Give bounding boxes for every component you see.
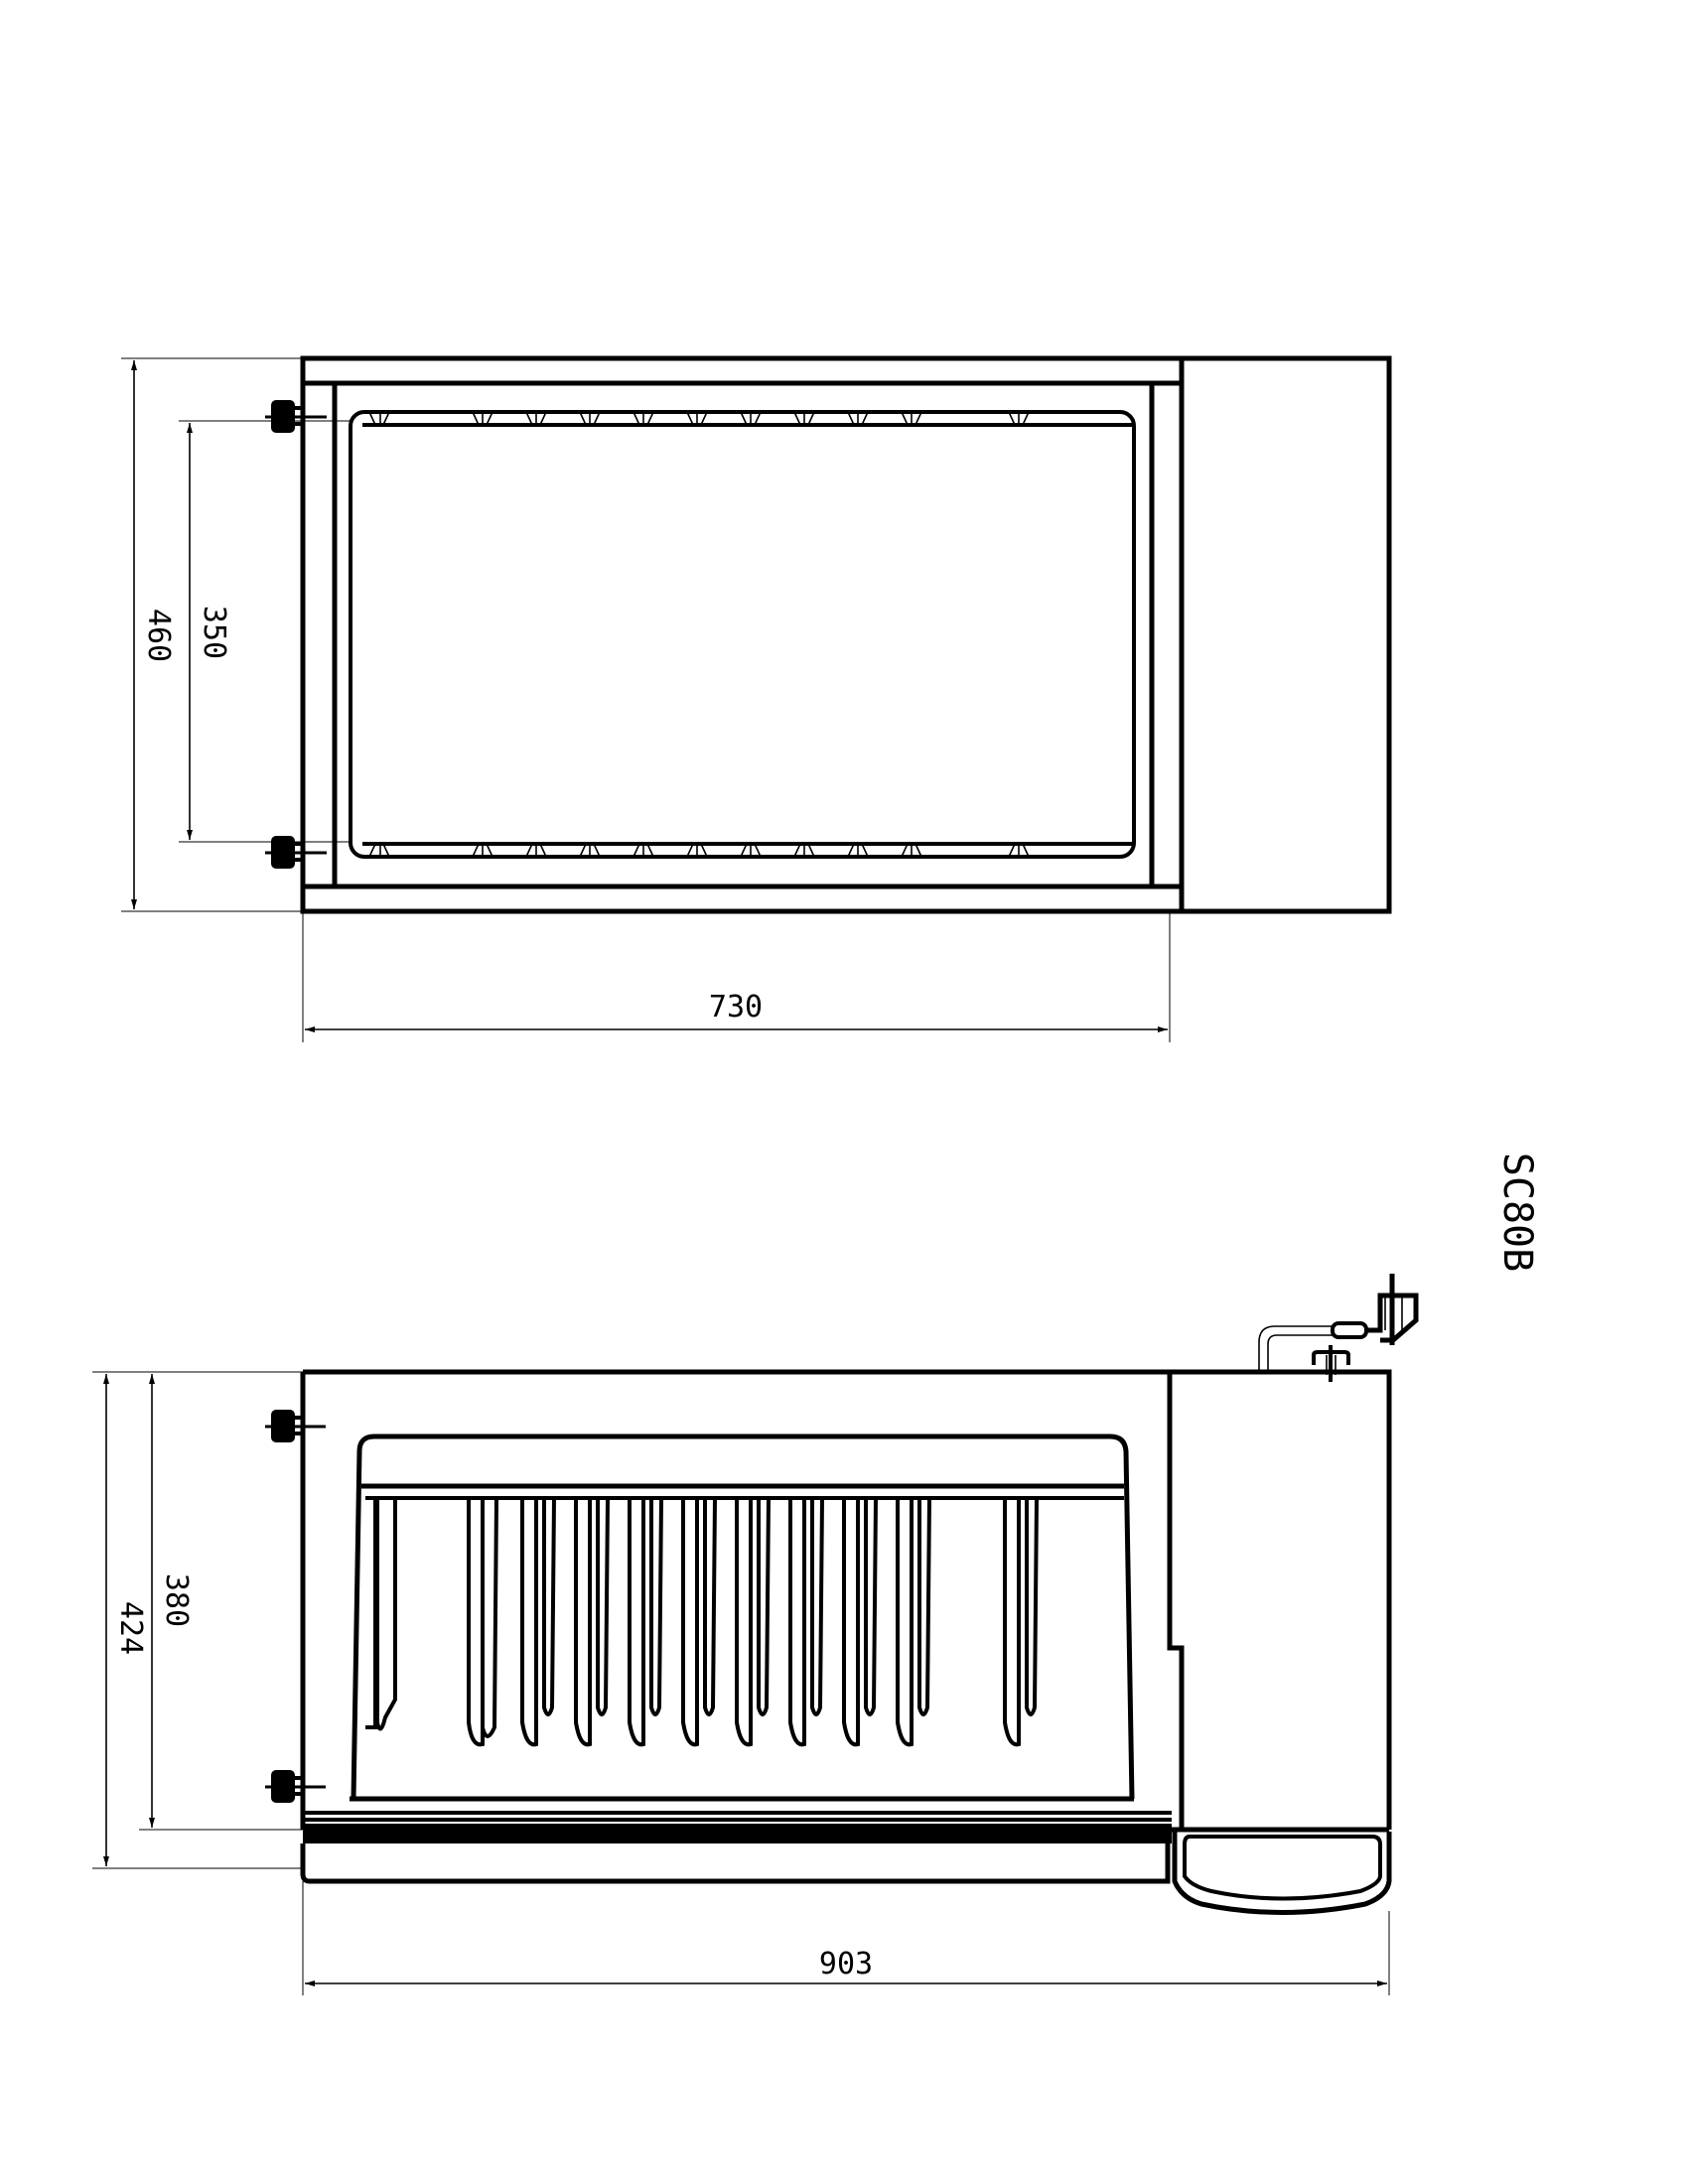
dimension-730: 730: [302, 911, 1171, 1042]
side-view-knob-upper: [265, 1410, 326, 1442]
dimension-label-overall-height: 424: [113, 1601, 148, 1655]
top-view-control-compartment: [1179, 355, 1392, 914]
model-label: SC80B: [1494, 1153, 1540, 1272]
top-view-knob-lower: [265, 836, 327, 869]
side-view: 424 380 903: [92, 1274, 1419, 1995]
dimension-903: 903: [302, 1881, 1390, 1995]
dimension-424: 424: [92, 1371, 303, 1869]
top-view-tines-top-row: [368, 411, 1030, 426]
top-view-knob-upper: [265, 400, 327, 433]
cord-strain-relief-icon: [1312, 1345, 1350, 1382]
side-view-knob-lower: [265, 1770, 326, 1803]
side-view-control-panel-inner: [1183, 1835, 1382, 1901]
side-view-tines: [375, 1497, 1039, 1747]
side-view-compartment-divider: [1167, 1372, 1185, 1830]
side-view-control-panel: [1172, 1832, 1392, 1915]
top-view: 460 350 730: [121, 355, 1392, 1042]
side-view-base-plate: [303, 1824, 1172, 1843]
dimension-label-overall-depth: 460: [141, 609, 176, 662]
top-view-outer-body: [300, 355, 1185, 914]
dimension-label-body-height: 380: [159, 1573, 194, 1627]
dimension-380: 380: [139, 1374, 303, 1831]
power-cord-icon: [1258, 1274, 1419, 1372]
dimension-label-overall-width: 903: [819, 1947, 873, 1981]
dimension-label-body-width: 730: [709, 990, 763, 1024]
dimension-460: 460: [121, 357, 303, 912]
dimension-label-knob-spacing: 350: [197, 606, 231, 659]
top-view-tines-bottom-row: [368, 843, 1030, 858]
dimension-350: 350: [179, 420, 351, 843]
side-view-outer-body: [300, 1369, 1392, 1830]
side-view-rack-frame: [351, 1433, 1135, 1800]
top-view-rack: [349, 410, 1136, 859]
